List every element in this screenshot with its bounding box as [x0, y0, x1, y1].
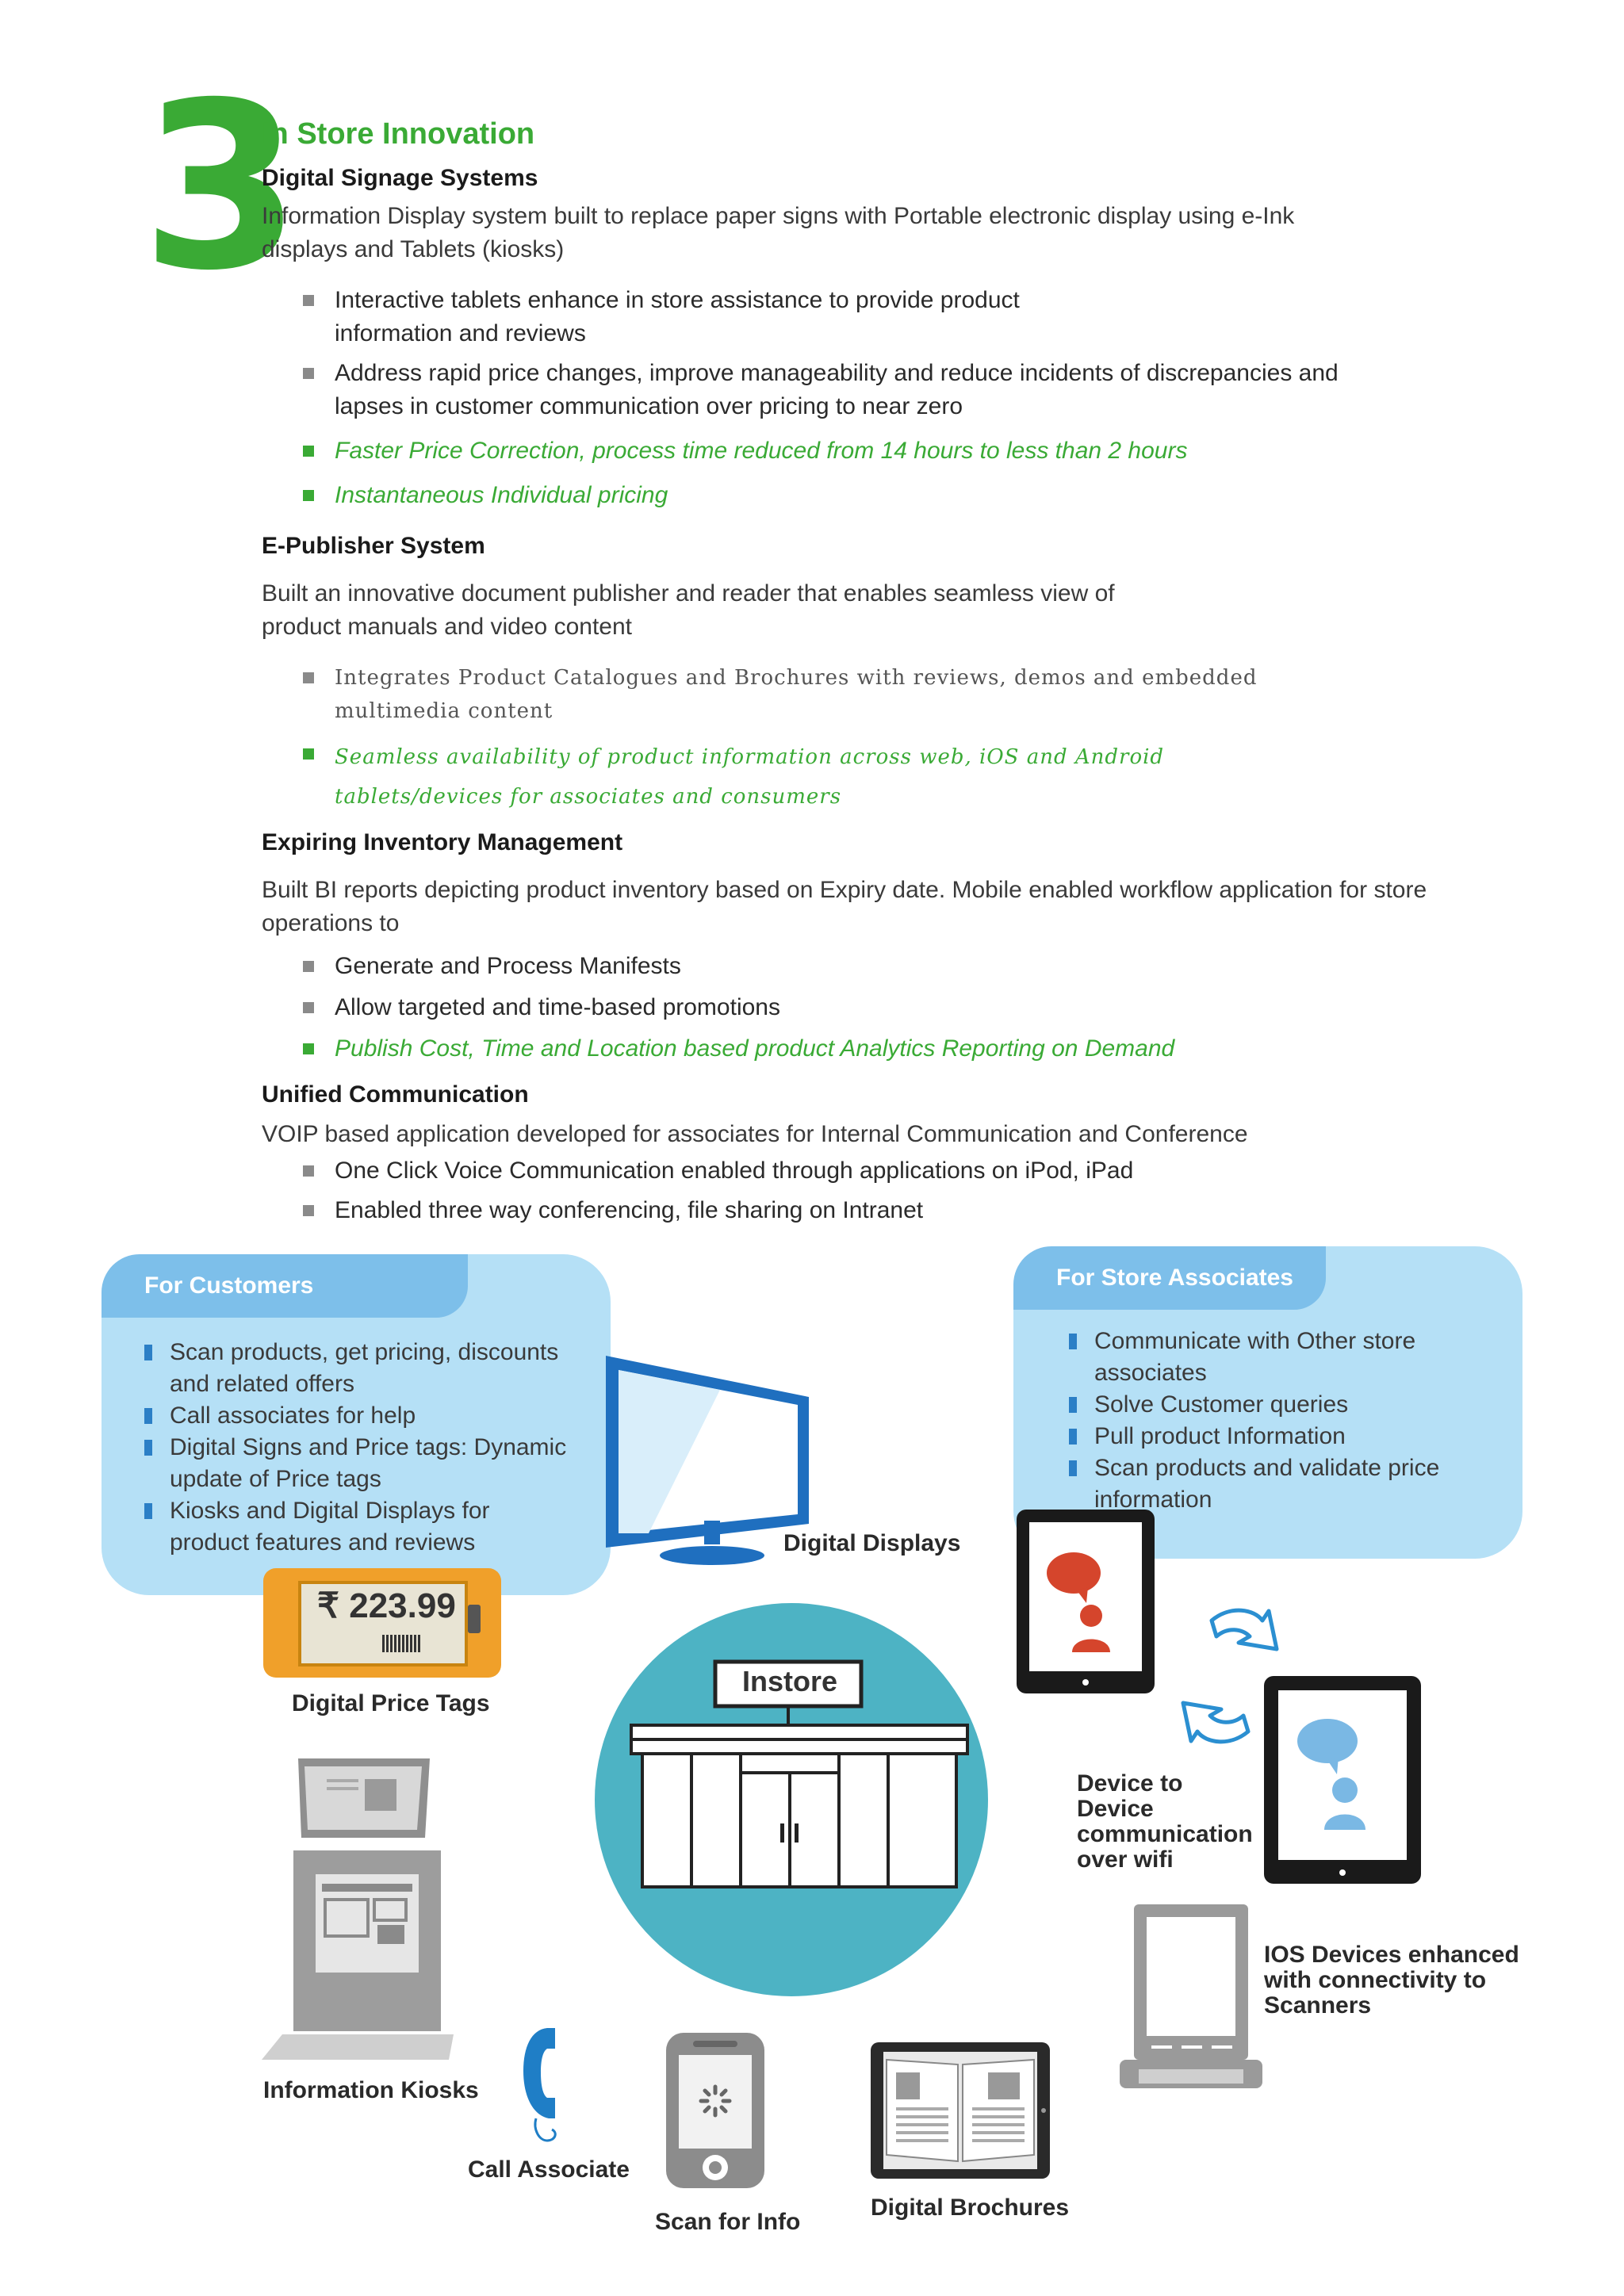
- list-item: Communicate with Other store associates: [1069, 1326, 1481, 1389]
- epublisher-list: Integrates Product Catalogues and Brochu…: [303, 661, 1334, 817]
- list-item: Digital Signs and Price tags: Dynamic up…: [144, 1432, 573, 1495]
- list-item: One Click Voice Communication enabled th…: [303, 1154, 1413, 1188]
- scan-for-info-label: Scan for Info: [655, 2209, 801, 2235]
- list-item-highlight: Seamless availability of product informa…: [303, 737, 1334, 817]
- list-item: Scan products and validate price informa…: [1069, 1452, 1481, 1516]
- section-number: 3: [141, 54, 301, 321]
- ios-scanner-icon: [1120, 1904, 1262, 2088]
- instore-label: Instore: [741, 1665, 838, 1697]
- kiosk-icon: [262, 1758, 454, 2060]
- arrow-right-icon: [1209, 1608, 1279, 1651]
- list-item: Allow targeted and time-based promotions: [303, 991, 1413, 1024]
- list-item: Enabled three way conferencing, file sha…: [303, 1194, 1413, 1227]
- digital-brochures-label: Digital Brochures: [871, 2195, 1070, 2221]
- expiring-description: Built BI reports depicting product inven…: [262, 877, 1427, 936]
- digital-signage-description: Information Display system built to repl…: [262, 203, 1295, 262]
- digital-signage-list: Interactive tablets enhance in store ass…: [303, 284, 1350, 512]
- price-tag-value: ₹ 223.99: [317, 1586, 456, 1625]
- unified-heading: Unified Communication: [262, 1081, 529, 1108]
- customers-list: Scan products, get pricing, discounts an…: [144, 1337, 573, 1559]
- associates-list: Communicate with Other store associates …: [1069, 1326, 1481, 1516]
- ios-devices-label: IOS Devices enhanced with connectivity t…: [1264, 1942, 1519, 2019]
- list-item: Scan products, get pricing, discounts an…: [144, 1337, 573, 1400]
- arrow-left-icon: [1181, 1701, 1251, 1744]
- information-kiosks-label: Information Kiosks: [263, 2077, 479, 2103]
- instore-icon: [595, 1603, 988, 1996]
- list-item: Interactive tablets enhance in store ass…: [303, 284, 1080, 350]
- list-item: Kiosks and Digital Displays for product …: [144, 1495, 573, 1559]
- digital-displays-label: Digital Displays: [783, 1530, 961, 1556]
- customers-panel-title: For Customers: [102, 1254, 468, 1318]
- brochure-tablet-icon: [871, 2042, 1050, 2179]
- tablet-blue-icon: [1264, 1676, 1421, 1884]
- scanner-phone-icon: [666, 2033, 764, 2188]
- unified-list: One Click Voice Communication enabled th…: [303, 1154, 1413, 1227]
- associates-panel-title: For Store Associates: [1013, 1246, 1326, 1310]
- digital-signage-heading: Digital Signage Systems: [262, 165, 538, 191]
- list-item: Solve Customer queries: [1069, 1389, 1481, 1421]
- associates-panel: For Store Associates Communicate with Ot…: [1013, 1246, 1522, 1559]
- call-associate-label: Call Associate: [468, 2156, 630, 2183]
- customers-panel: For Customers Scan products, get pricing…: [102, 1254, 611, 1595]
- list-item-highlight: Instantaneous Individual pricing: [303, 479, 1350, 512]
- list-item: Call associates for help: [144, 1400, 573, 1432]
- epublisher-description: Built an innovative document publisher a…: [262, 580, 1115, 640]
- list-item: Generate and Process Manifests: [303, 950, 1413, 983]
- monitor-icon: [606, 1356, 809, 1565]
- section-title: In Store Innovation: [262, 117, 535, 151]
- list-item-highlight: Faster Price Correction, process time re…: [303, 434, 1350, 468]
- expiring-heading: Expiring Inventory Management: [262, 829, 623, 855]
- epublisher-heading: E-Publisher System: [262, 533, 485, 559]
- list-item: Pull product Information: [1069, 1421, 1481, 1452]
- unified-description: VOIP based application developed for ass…: [262, 1121, 1248, 1147]
- list-item-highlight: Publish Cost, Time and Location based pr…: [303, 1032, 1413, 1066]
- phone-icon: [523, 2028, 557, 2142]
- list-item: Address rapid price changes, improve man…: [303, 357, 1350, 423]
- price-tag-icon: ₹ 223.99: [263, 1568, 501, 1678]
- device-to-device-label: Device to Device communication over wifi: [1077, 1770, 1253, 1873]
- digital-price-tags-label: Digital Price Tags: [292, 1690, 490, 1716]
- tablet-red-icon: [1017, 1510, 1155, 1693]
- expiring-list: Generate and Process Manifests Allow tar…: [303, 950, 1413, 1066]
- list-item: Integrates Product Catalogues and Brochu…: [303, 661, 1286, 728]
